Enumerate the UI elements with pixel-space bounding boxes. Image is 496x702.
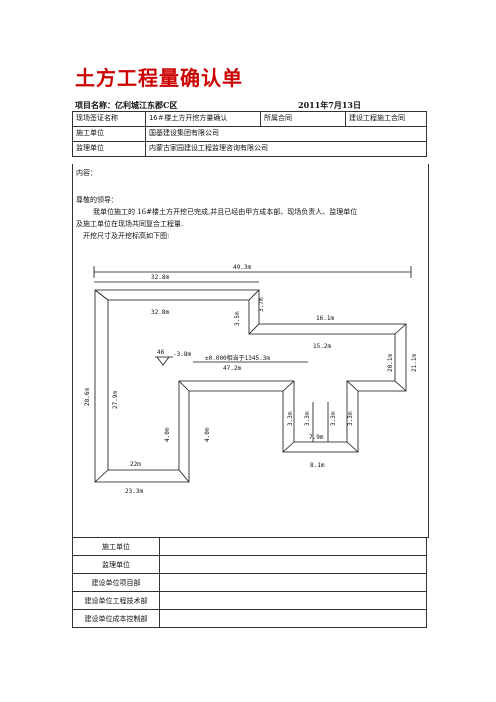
dim-label: 49.3m xyxy=(233,264,251,271)
dim-label: 3.5m xyxy=(234,311,241,326)
dim-label: 3.3m xyxy=(304,411,311,426)
signature-label: 建设单位成本控制部 xyxy=(72,609,160,628)
dim-label: 3.3m xyxy=(330,411,337,426)
signature-label: 建设单位项目部 xyxy=(72,573,160,592)
value-cell: 国基建设集团有限公司 xyxy=(145,126,427,142)
label-cell: 施工单位 xyxy=(72,126,146,142)
document-date: 2011年7月13日 xyxy=(298,100,361,110)
dim-label: 8.1m xyxy=(310,462,325,469)
dim-label: 7.9m xyxy=(309,434,324,441)
dim-label: 4.0m xyxy=(204,427,211,442)
label-cell: 所属合同 xyxy=(260,111,346,127)
table-row: 监理单位 内蒙古家园建设工程监理咨询有限公司 xyxy=(72,141,427,157)
dim-label: 47.2m xyxy=(223,365,241,372)
value-cell: 内蒙古家园建设工程监理咨询有限公司 xyxy=(145,141,427,157)
signature-label: 建设单位工程技术部 xyxy=(72,591,160,610)
greeting: 尊敬的领导： xyxy=(76,196,118,204)
signature-cell[interactable] xyxy=(159,609,427,628)
header-table: 现场签证名称 16＃楼土方开挖方量确认 所属合同 建设工程施工合同 施工单位 国… xyxy=(72,111,427,157)
dim-label: 3.3m xyxy=(347,411,354,426)
signature-cell[interactable] xyxy=(159,573,427,592)
dim-label: 32.8m xyxy=(151,309,169,316)
table-row: 建设单位工程技术部 xyxy=(72,591,427,610)
signature-cell[interactable] xyxy=(159,537,427,556)
dim-label: 27.9m xyxy=(112,391,119,409)
table-row: 现场签证名称 16＃楼土方开挖方量确认 所属合同 建设工程施工合同 xyxy=(72,111,427,127)
signature-label: 施工单位 xyxy=(72,537,160,556)
project-name: 项目名称：亿利城江东郡C区 xyxy=(75,100,178,110)
elevation-label: ±0.000相当于1345.3m xyxy=(205,354,270,362)
dim-label: 16.1m xyxy=(316,315,334,322)
signature-table: 施工单位 监理单位 建设单位项目部 建设单位工程技术部 建设单位成本控制部 xyxy=(72,537,427,628)
dim-label: 20.1m xyxy=(387,354,394,372)
table-row: 施工单位 xyxy=(72,537,427,556)
dim-label: 3.7m xyxy=(258,297,265,312)
table-row: 建设单位成本控制部 xyxy=(72,609,427,628)
dim-label: 3.3m xyxy=(287,411,294,426)
dim-label: 15.2m xyxy=(313,343,331,350)
content-section: 内容： 尊敬的领导： 我单位施工的 16#楼土方开挖已完成,并且已经由甲方成本部… xyxy=(72,164,429,538)
label-cell: 现场签证名称 xyxy=(72,111,146,127)
signature-cell[interactable] xyxy=(159,555,427,574)
table-row: 监理单位 xyxy=(72,555,427,574)
dim-label: 4.0m xyxy=(164,427,171,442)
dim-label: -3.8m xyxy=(173,351,191,358)
dim-label: 28.6m xyxy=(84,388,91,406)
dim-label: 23.3m xyxy=(125,488,143,495)
document-title: 土方工程量确认单 xyxy=(75,66,243,90)
dim-label: 32.8m xyxy=(151,274,169,281)
body-line: 开挖尺寸及开挖标高如下图: xyxy=(83,232,170,240)
value-cell: 16＃楼土方开挖方量确认 xyxy=(145,111,261,127)
body-line: 及施工单位在现场共同复合工程量. xyxy=(76,220,184,228)
value-cell: 建设工程施工合同 xyxy=(345,111,427,127)
dim-label: 21.1m xyxy=(411,354,418,372)
label-cell: 监理单位 xyxy=(72,141,146,157)
signature-cell[interactable] xyxy=(159,591,427,610)
table-row: 施工单位 国基建设集团有限公司 xyxy=(72,126,427,142)
signature-label: 监理单位 xyxy=(72,555,160,574)
content-label: 内容： xyxy=(76,169,97,177)
body-line: 我单位施工的 16#楼土方开挖已完成,并且已经由甲方成本部、现场负责人、监理单位 xyxy=(93,208,358,216)
table-row: 建设单位项目部 xyxy=(72,573,427,592)
dim-label: 22m xyxy=(130,461,141,468)
elevation-mark: 46 xyxy=(157,349,165,356)
excavation-drawing: 49.3m 32.8m 32.8m 3.7m 3.5m 16.1m 15.2m … xyxy=(84,264,418,495)
